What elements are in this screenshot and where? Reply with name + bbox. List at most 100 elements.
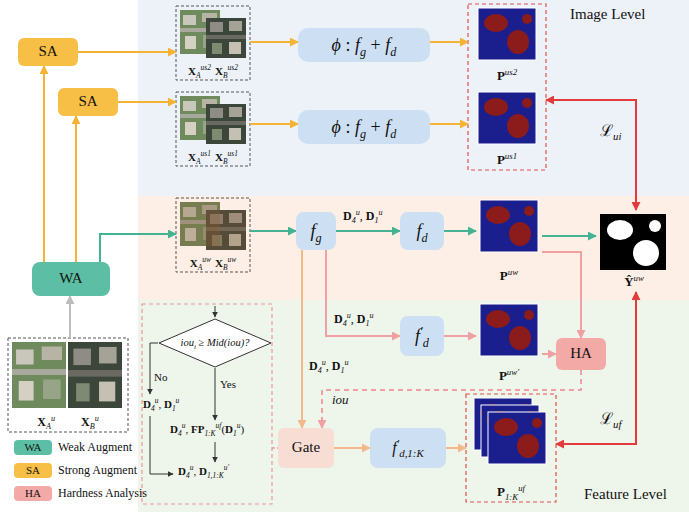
augment-box: SA [18, 38, 78, 66]
feature-level-band [138, 300, 689, 512]
flowchart [142, 304, 278, 504]
superscript: ′ [397, 436, 399, 448]
decoder-box: f′d [400, 316, 444, 356]
text-group: HA [570, 345, 592, 362]
edge-label: iou [330, 393, 351, 408]
superscript: us2 [201, 64, 211, 73]
superscript: u [155, 396, 159, 405]
node-text: Puw′ [499, 369, 519, 384]
superscript: us1 [228, 150, 238, 159]
text-run: D [178, 465, 186, 477]
text-run: P [500, 268, 508, 283]
text-run: , [360, 209, 366, 223]
text-run: f [385, 35, 390, 55]
diamond-shape [159, 319, 271, 367]
text-run: X [215, 65, 223, 77]
prediction-picture [474, 8, 546, 464]
text-run: ≥ Mid(iou)? [196, 337, 250, 348]
text-run: D [225, 423, 233, 435]
decoder-box: fd [400, 212, 444, 250]
subscript: B [223, 158, 228, 167]
dashed-frame [8, 6, 250, 432]
text-run: P [499, 368, 507, 383]
subscript: g [360, 44, 366, 58]
text-run: X [81, 415, 90, 429]
node-text: XBu [81, 416, 99, 430]
branch-label: Yes [220, 378, 236, 391]
superscript: us2 [228, 64, 238, 73]
text-run: D [343, 209, 352, 223]
node-text: fg [310, 221, 321, 242]
text-run: D [357, 312, 366, 326]
subscript: ui [613, 130, 621, 142]
arrow-connector [250, 123, 298, 125]
superscript: u [190, 463, 194, 472]
prediction-stack: P1:Kuf [466, 394, 556, 502]
superscript: uw [634, 273, 644, 283]
node-text: XBus2 [215, 65, 238, 78]
node-text: Ŷuw [624, 275, 644, 290]
text-run: f [355, 35, 360, 55]
node-text: XBuw [215, 257, 236, 270]
superscript: uf [216, 421, 222, 430]
superscript: u [347, 311, 351, 320]
text-run: P [497, 484, 505, 499]
superscript: u [51, 414, 55, 423]
text-run: , [193, 465, 199, 477]
superscript: uw [202, 256, 211, 265]
text-group: Ŷuw [624, 275, 644, 290]
arrow-connector [542, 252, 581, 338]
node-text: ϕ : fg + fd [332, 117, 397, 138]
image-level-band [138, 0, 689, 196]
superscript: u [95, 414, 99, 423]
text-run: D [143, 398, 151, 410]
node-text: Gate [292, 439, 320, 456]
legend-text: Weak Augment [58, 440, 132, 455]
text-run: D [309, 359, 318, 373]
decision-diamond: ioui ≥ Mid(iou)? [158, 318, 272, 368]
text-run: D [334, 312, 343, 326]
node-text: ϕ : fg + fd [332, 35, 397, 56]
superscript: u [345, 358, 349, 367]
text-run: D [199, 465, 207, 477]
node-text: XAuw [190, 257, 211, 270]
subscript: 1 [341, 366, 345, 375]
prediction-map: Pus2 [468, 4, 546, 86]
text-group: XAuw XBuw [190, 257, 236, 270]
branch-output: D4u, D1,1:Ku′ [178, 465, 229, 478]
text-group: WA [59, 270, 82, 287]
weak-branch-band [138, 196, 689, 300]
node-text: Pus1 [497, 153, 517, 168]
branch-output: D4u, D1u [143, 398, 179, 411]
text-group: Pus1 [497, 153, 517, 168]
node-text: SA [78, 93, 97, 110]
subscript: 1:K [204, 429, 215, 438]
text-run: : [341, 117, 355, 137]
text-group: Puw′ [499, 369, 519, 384]
subscript: 4 [343, 319, 347, 328]
superscript: u [322, 358, 326, 367]
edge-label: ℒui [598, 122, 623, 140]
superscript: uw [508, 267, 518, 277]
text-run: X [215, 257, 223, 269]
superscript: u [176, 396, 180, 405]
pseudo-label-picture [600, 214, 666, 270]
gate-box: Gate [278, 428, 334, 468]
prediction-map: Puw′ [476, 302, 542, 386]
arrow-connector [542, 353, 556, 355]
subscript: 4 [178, 429, 182, 438]
encoder-box: fg [296, 212, 336, 250]
arrow-connector [326, 250, 400, 336]
arrow-connector [430, 123, 468, 125]
superscript: us1 [505, 151, 517, 161]
text-run: D [332, 359, 341, 373]
text-run: , [326, 359, 332, 373]
superscript: ′ [420, 324, 423, 338]
text-group: P1:Kuf [497, 485, 525, 500]
node-text: fd [416, 221, 427, 242]
text-run: X [190, 257, 198, 269]
section-title: Feature Level [584, 486, 667, 503]
